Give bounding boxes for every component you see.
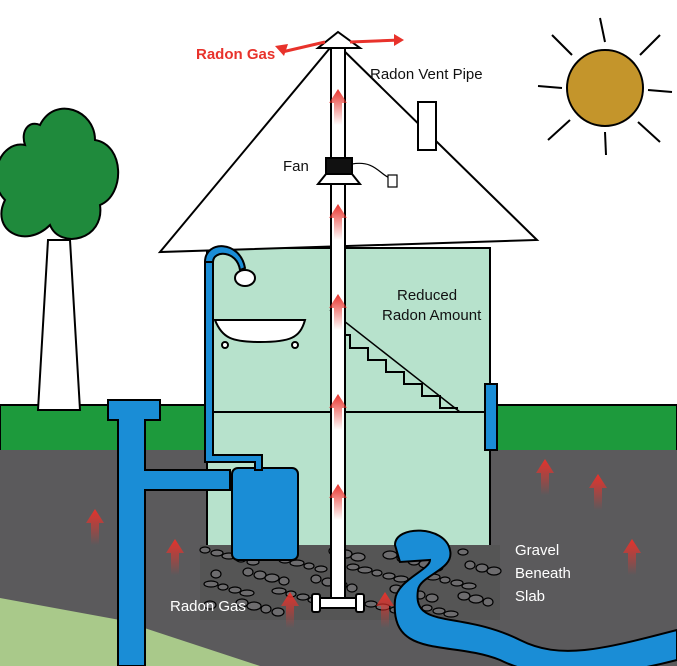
gravel-stone xyxy=(346,563,360,571)
gravel-stone xyxy=(350,552,366,562)
gravel-stone xyxy=(439,576,451,584)
gravel-stone xyxy=(371,569,383,577)
gravel-stone xyxy=(235,598,249,608)
gravel-stone xyxy=(346,583,358,593)
gravel-stone xyxy=(217,583,229,591)
gravel-stone xyxy=(228,586,242,594)
bathtub xyxy=(213,269,307,349)
label-fan: Fan xyxy=(283,158,309,175)
gravel-stone xyxy=(203,600,217,610)
gravel-stone xyxy=(432,607,446,615)
vent-cap xyxy=(315,30,364,49)
gravel-stone xyxy=(203,580,219,588)
gravel-stone xyxy=(296,593,310,601)
gravel-stone xyxy=(271,587,287,595)
sun-icon xyxy=(537,17,673,156)
gravel-stone xyxy=(382,550,398,560)
gravel-stone xyxy=(271,607,285,617)
tree xyxy=(0,107,120,411)
label-reduced-2: Radon Amount xyxy=(382,307,482,324)
stairs xyxy=(330,334,458,409)
radon-exit-arrows xyxy=(281,38,401,54)
gravel-stone xyxy=(393,575,409,583)
label-reduced-1: Reduced xyxy=(397,287,458,304)
gravel-stone xyxy=(450,579,464,587)
gravel-stone xyxy=(210,569,222,579)
gravel-stone xyxy=(457,548,469,556)
label-radon-gas-top: Radon Gas xyxy=(196,46,276,63)
gravel-stone xyxy=(264,573,280,583)
gravel-stone xyxy=(468,594,484,604)
label-gravel-1: Gravel xyxy=(515,542,560,559)
gravel-stone xyxy=(289,559,305,567)
gravel-stone xyxy=(310,574,322,584)
gravel-stone xyxy=(475,563,489,573)
gravel-stone xyxy=(303,562,315,570)
label-gravel-2: Beneath xyxy=(515,565,571,582)
gravel-stone xyxy=(364,600,378,608)
gravel-stone xyxy=(199,546,211,554)
gravel-stone xyxy=(242,567,254,577)
gravel-stone xyxy=(482,597,494,607)
gravel-stone xyxy=(382,572,396,580)
gravel-stone xyxy=(260,604,272,614)
pipe-base xyxy=(311,593,365,613)
label-gravel-3: Slab xyxy=(515,588,546,605)
gravel-stone xyxy=(253,570,267,580)
gravel-stone xyxy=(246,601,262,611)
gravel-stone xyxy=(357,566,373,574)
gravel-stone xyxy=(210,549,224,557)
gravel-stone xyxy=(464,560,476,570)
gravel-stone xyxy=(425,593,439,603)
chimney xyxy=(417,101,437,151)
water-pipes xyxy=(107,245,677,666)
gravel-stone xyxy=(457,591,471,601)
gravel-stone xyxy=(443,610,459,618)
label-radon-gas-bottom: Radon Gas xyxy=(170,598,246,615)
gravel-stone xyxy=(461,582,477,590)
gravel-stone xyxy=(314,565,328,573)
gravel-stone xyxy=(239,589,255,597)
gravel-stone xyxy=(278,576,290,586)
label-vent-pipe: Radon Vent Pipe xyxy=(370,66,483,83)
fan-icon xyxy=(315,157,398,188)
gravel-stone xyxy=(486,566,502,576)
